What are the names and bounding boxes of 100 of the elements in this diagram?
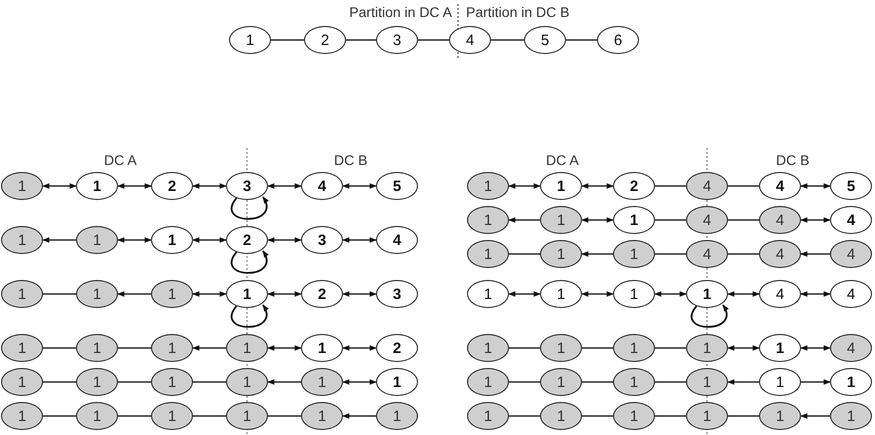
replica-node: 1 bbox=[759, 368, 801, 396]
replica-node: 1 bbox=[226, 334, 268, 362]
connector-line bbox=[655, 185, 686, 187]
replica-node: 4 bbox=[830, 334, 872, 362]
section-label: DC A bbox=[104, 151, 137, 170]
replica-node: 4 bbox=[376, 226, 418, 254]
section-label: Partition in DC B bbox=[466, 3, 570, 22]
arrow bbox=[267, 237, 302, 243]
curved-arrow bbox=[690, 304, 728, 328]
connector-line bbox=[118, 415, 151, 417]
arrow bbox=[267, 379, 301, 385]
arrow bbox=[508, 183, 541, 189]
replica-node: 1 bbox=[226, 280, 268, 308]
replica-node: 1 bbox=[76, 334, 118, 362]
arrow bbox=[42, 183, 77, 189]
connector-line bbox=[655, 347, 686, 349]
replica-node: 1 bbox=[540, 334, 582, 362]
arrow bbox=[801, 379, 831, 385]
replica-node: 1 bbox=[686, 402, 728, 430]
arrow bbox=[192, 345, 226, 351]
replica-node: 4 bbox=[759, 172, 801, 200]
replica-node: 1 bbox=[467, 280, 509, 308]
replica-node: 1 bbox=[467, 368, 509, 396]
replica-node: 1 bbox=[376, 368, 418, 396]
replica-node: 1 bbox=[613, 368, 655, 396]
section-label: Partition in DC A bbox=[349, 3, 452, 22]
replica-node: 1 bbox=[1, 368, 43, 396]
replica-node: 1 bbox=[76, 402, 118, 430]
curved-arrow bbox=[230, 196, 268, 220]
replica-node: 1 bbox=[226, 368, 268, 396]
replica-node: 1 bbox=[613, 334, 655, 362]
connector-line bbox=[43, 293, 76, 295]
replica-node: 1 bbox=[1, 334, 43, 362]
arrow bbox=[581, 251, 613, 257]
replica-node: 1 bbox=[1, 280, 43, 308]
arrow bbox=[267, 345, 302, 351]
replica-node: 1 bbox=[76, 226, 118, 254]
arrow bbox=[800, 183, 831, 189]
replica-node: 1 bbox=[467, 402, 509, 430]
arrow bbox=[800, 291, 831, 297]
connector-line bbox=[271, 39, 304, 41]
replica-node: 1 bbox=[686, 280, 728, 308]
section-label: DC B bbox=[776, 151, 810, 170]
replica-node: 4 bbox=[759, 280, 801, 308]
connector-line bbox=[43, 381, 76, 383]
replica-node: 3 bbox=[376, 280, 418, 308]
replica-node: 1 bbox=[540, 402, 582, 430]
arrow bbox=[192, 237, 227, 243]
connector-line bbox=[655, 415, 686, 417]
replica-node: 3 bbox=[226, 172, 268, 200]
arrow bbox=[342, 379, 377, 385]
replica-node: 1 bbox=[229, 26, 271, 54]
connector-line bbox=[509, 253, 540, 255]
replica-node: 1 bbox=[151, 402, 193, 430]
replica-node: 1 bbox=[540, 280, 582, 308]
connector-line bbox=[268, 415, 301, 417]
curved-arrow bbox=[230, 304, 268, 328]
replica-node: 1 bbox=[830, 368, 872, 396]
replica-node: 2 bbox=[301, 280, 343, 308]
replica-node: 4 bbox=[830, 206, 872, 234]
replica-node: 1 bbox=[540, 240, 582, 268]
replica-node: 1 bbox=[759, 334, 801, 362]
replica-node: 4 bbox=[449, 26, 491, 54]
connector-line bbox=[118, 347, 151, 349]
arrow bbox=[654, 291, 687, 297]
arrow bbox=[727, 291, 760, 297]
connector-line bbox=[118, 381, 151, 383]
replica-node: 2 bbox=[151, 172, 193, 200]
connector-line bbox=[655, 381, 686, 383]
replica-node: 1 bbox=[226, 402, 268, 430]
replica-node: 1 bbox=[613, 280, 655, 308]
arrow bbox=[800, 217, 831, 223]
replica-node: 1 bbox=[76, 280, 118, 308]
replica-node: 1 bbox=[1, 402, 43, 430]
arrow bbox=[581, 217, 614, 223]
replica-node: 1 bbox=[613, 402, 655, 430]
arrow bbox=[42, 237, 76, 243]
replica-node: 1 bbox=[540, 206, 582, 234]
replica-node: 1 bbox=[540, 172, 582, 200]
replica-node: 1 bbox=[76, 172, 118, 200]
connector-line bbox=[346, 39, 376, 41]
connector-line bbox=[655, 253, 686, 255]
connector-line bbox=[728, 219, 759, 221]
section-label: DC B bbox=[334, 151, 368, 170]
connector-line bbox=[418, 39, 449, 41]
replica-node: 1 bbox=[151, 368, 193, 396]
connector-line bbox=[728, 415, 759, 417]
replica-node: 1 bbox=[1, 172, 43, 200]
arrow bbox=[727, 379, 759, 385]
replica-node: 1 bbox=[613, 240, 655, 268]
replica-node: 5 bbox=[524, 26, 566, 54]
replica-node: 5 bbox=[376, 172, 418, 200]
replica-node: 4 bbox=[830, 280, 872, 308]
arrow bbox=[581, 291, 614, 297]
replica-node: 1 bbox=[1, 226, 43, 254]
connector-line bbox=[582, 347, 613, 349]
arrow bbox=[508, 291, 541, 297]
connector-line bbox=[566, 39, 597, 41]
connector-line bbox=[193, 415, 226, 417]
replica-node: 2 bbox=[226, 226, 268, 254]
